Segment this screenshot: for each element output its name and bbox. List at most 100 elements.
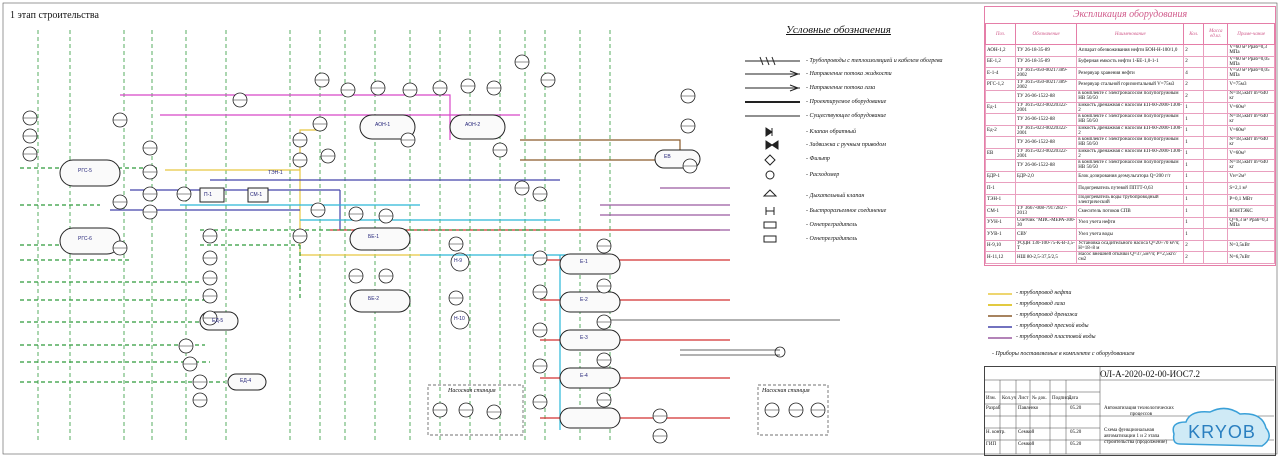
equipment-label: РГС-5: [78, 168, 92, 174]
spec-cell: [1203, 239, 1229, 252]
legend-title: Условные обозначения: [786, 24, 891, 36]
legend-item: - Огнепреградитель: [806, 222, 858, 228]
vessel-e4: [559, 367, 621, 389]
spec-cell: [1203, 182, 1229, 195]
pumps: [450, 252, 786, 358]
vessel-e3: [559, 329, 621, 351]
legend-item: - Направление потока жидкости: [806, 71, 892, 77]
vessels: [59, 114, 701, 429]
spec-cell: S=2,1 м²: [1227, 182, 1275, 195]
spec-cell: [1203, 193, 1229, 206]
pipe-legend-item: - трубопровод газа: [1016, 301, 1066, 307]
equipment-label: АОН-2: [465, 122, 481, 128]
spec-cell: [1014, 182, 1078, 195]
spec-cell: V=60м³: [1227, 101, 1275, 114]
spec-cell: [1203, 159, 1229, 172]
vessel-aon1: [359, 114, 416, 140]
logo-text: KRYOB: [1188, 422, 1256, 442]
vessel-e5: [559, 407, 621, 429]
spec-cell: Емкость дренажная с насосом ЕП-60-2000-1…: [1076, 124, 1185, 137]
heater-p1: [199, 187, 225, 203]
spec-cell: 1: [1183, 113, 1205, 126]
spec-cell: Смеситель потоков СПВ: [1076, 205, 1185, 218]
equipment-label: РГС-6: [78, 236, 92, 242]
stamp-desc: строительства (продолжение): [1104, 440, 1168, 445]
spec-cell: Счетчик "МИС-МЕРА-300-30: [1014, 216, 1078, 229]
stamp-role: ГИП: [986, 442, 997, 447]
spec-cell: 1: [1183, 205, 1205, 218]
spec-header-cell: Поз.: [985, 23, 1016, 45]
spec-cell: Емкость дренажная с насосом ЕП-60-2000-1…: [1076, 147, 1185, 160]
stamp-title: Автоматизация технологических: [1104, 406, 1174, 411]
spec-cell: РГС-1,2: [985, 78, 1016, 91]
spec-cell: Блок дозирования деэмульгатора Q=200 г/т: [1076, 170, 1185, 183]
spec-header-cell: Кол.: [1183, 23, 1205, 45]
spec-cell: [1203, 44, 1229, 57]
equipment-label: Н-9: [454, 258, 463, 264]
legend-item: - Фильтр: [806, 156, 830, 162]
spec-cell: Буферная емкость нефти 1-БЕ-1,0-1-1: [1076, 55, 1185, 68]
pump-n10: [450, 310, 470, 330]
spec-cell: УУН-1: [985, 216, 1016, 229]
spec-cell: 2: [1183, 239, 1205, 252]
spec-cell: V=60м³: [1227, 147, 1275, 160]
legend-item: - Быстроразъемное соединение: [806, 208, 887, 214]
spec-cell: [1227, 228, 1275, 241]
stamp-col-header: Изм.: [986, 396, 996, 401]
stamp-col-header: Дата: [1068, 396, 1078, 401]
spec-cell: N=18,5кВт m=640 кг: [1227, 90, 1275, 103]
spec-cell: БДР-2,0: [1014, 170, 1078, 183]
station-boxes: [427, 384, 829, 436]
spec-title: Экспликация оборудования: [1072, 9, 1188, 20]
spec-cell: [985, 136, 1016, 149]
vessel-be2: [349, 289, 411, 313]
legend-item: - Клапан обратный: [806, 129, 856, 135]
spec-cell: ТУ 26-06-1522-88: [1014, 159, 1078, 172]
spec-cell: Е-1-4: [985, 67, 1016, 80]
spec-cell: 1: [1183, 182, 1205, 195]
vessel-aon2: [449, 114, 506, 140]
spec-cell: ТЭН-1: [985, 193, 1016, 206]
legend-item: - Трубопроводы с теплоизоляцией и кабеле…: [806, 58, 943, 64]
spec-cell: 1: [1183, 124, 1205, 137]
pump-n9: [450, 252, 470, 272]
vessel-be1: [349, 227, 411, 251]
stamp-grid: [984, 366, 1274, 454]
equipment-label: АОН-1: [375, 122, 391, 128]
spec-cell: N=18,5кВт m=640 кг: [1227, 113, 1275, 126]
spec-cell: 4: [1183, 67, 1205, 80]
equipment-label: П-1: [204, 192, 213, 198]
equipment-label: СМ-1: [250, 192, 263, 198]
stamp-col-header: Лист: [1018, 396, 1029, 401]
spec-cell: ТУ 26-06-1522-88: [1014, 113, 1078, 126]
pipe-legend-item: - трубопровод пластовой воды: [1016, 334, 1096, 340]
legend-item: - Существующее оборудование: [806, 113, 887, 119]
spec-cell: ТУ 26-06-1522-88: [1014, 136, 1078, 149]
spec-cell: НШ 80-2,5-37,5/2,5: [1014, 251, 1078, 264]
stamp-name: Семкой: [1018, 430, 1035, 435]
spec-cell: 1: [1183, 216, 1205, 229]
station-label-1: Насосная станция: [448, 388, 496, 394]
spec-cell: [985, 113, 1016, 126]
stamp-col-header: № док.: [1032, 396, 1047, 401]
spec-cell: [1203, 113, 1229, 126]
spec-cell: Насос внешней откачки Q=37,5м³/ч; Р=2,5к…: [1076, 251, 1185, 264]
spec-cell: [985, 159, 1016, 172]
spec-cell: Vн=2м³: [1227, 170, 1275, 183]
spec-cell: [1203, 147, 1229, 160]
spec-cell: ТУ 26-18-35-89: [1014, 44, 1078, 57]
equipment-label: ЕД-5: [212, 318, 224, 324]
stamp-date: 05.20: [1070, 430, 1082, 435]
stamp-col-header: Подпись: [1052, 396, 1071, 401]
spec-cell: АОН-1,2: [985, 44, 1016, 57]
spec-cell: 1: [1183, 193, 1205, 206]
